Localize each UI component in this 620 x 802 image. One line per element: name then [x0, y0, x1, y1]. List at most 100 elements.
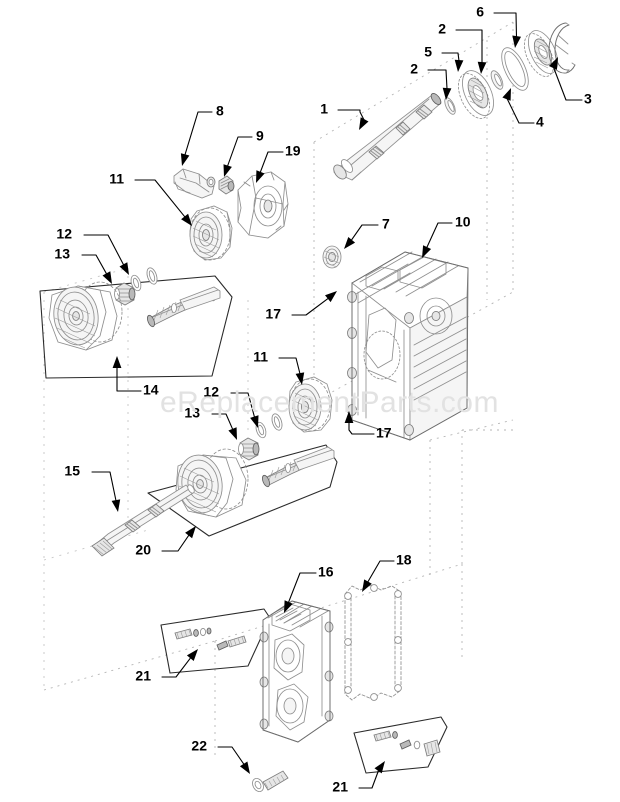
callout-8-label: 8	[216, 103, 224, 119]
part-retaining-ring-d	[271, 413, 283, 431]
callout-13a-arrowhead	[102, 271, 112, 284]
callout-19-leader	[259, 151, 284, 174]
callout-15-arrowhead	[111, 499, 121, 512]
callout-8-arrowhead	[180, 153, 190, 166]
assembly-group-boxes	[39, 275, 448, 774]
callout-17b-arrowhead	[344, 411, 354, 423]
callout-13b-label: 13	[184, 405, 200, 421]
part-dowel-pin	[218, 175, 235, 195]
part-drive-gear-upper	[189, 205, 233, 261]
callout-12a: 12	[56, 226, 129, 275]
callout-20-leader	[161, 534, 190, 552]
callout-13a-label: 13	[54, 246, 70, 262]
callout-3-arrowhead	[548, 57, 558, 70]
callout-14-arrowhead	[112, 356, 122, 368]
callout-4-leader	[506, 97, 535, 124]
callout-12b-label: 12	[203, 384, 219, 400]
callout-1-label: 1	[320, 101, 328, 117]
part-thrust-washer-b	[255, 421, 267, 439]
callout-3-leader	[552, 66, 583, 101]
callout-20-label: 20	[135, 542, 151, 558]
callout-9-leader	[226, 136, 253, 168]
callout-15-leader	[91, 471, 117, 502]
callout-21b-arrowhead	[374, 761, 385, 774]
part-axle-assembly-left	[48, 281, 221, 351]
part-hex-bolt	[252, 770, 289, 793]
callout-22-leader	[217, 746, 245, 766]
part-seal	[322, 245, 342, 269]
part-axle-shaft	[91, 484, 195, 557]
callout-21b-leader	[358, 769, 380, 789]
callout-15-label: 15	[64, 463, 80, 479]
callout-12a-label: 12	[56, 226, 72, 242]
callout-3-label: 3	[584, 91, 592, 107]
part-bracket	[173, 168, 216, 199]
callout-12b-leader	[230, 392, 256, 419]
part-bearing-housing	[237, 171, 289, 239]
callout-16-arrowhead	[284, 600, 293, 613]
housing-bolt-bosses	[259, 621, 334, 730]
group-box-20	[147, 444, 338, 537]
callout-19-arrowhead	[256, 170, 265, 183]
part-drive-gear-lower	[288, 376, 333, 433]
callout-9-arrowhead	[223, 164, 232, 177]
callout-7-leader	[350, 224, 379, 242]
part-bearing	[458, 70, 494, 119]
callout-21a-leader	[161, 656, 192, 678]
callout-3: 3	[548, 57, 592, 107]
callout-10-label: 10	[455, 214, 471, 230]
callout-10-leader	[426, 222, 453, 249]
callout-2a-arrowhead	[442, 87, 452, 100]
callout-21b-label: 21	[332, 779, 348, 795]
callout-21a-arrowhead	[186, 649, 198, 661]
part-axle-assembly-right	[175, 446, 335, 518]
callout-18-leader	[366, 560, 395, 584]
callout-22-arrowhead	[239, 761, 250, 774]
callout-4: 4	[502, 88, 544, 130]
callout-5-label: 5	[424, 44, 432, 60]
group-box-14	[39, 275, 233, 379]
part-retaining-ring-c	[146, 267, 158, 285]
callout-19-label: 19	[285, 143, 301, 159]
callout-2b: 2	[438, 21, 487, 74]
callout-21b: 21	[332, 761, 385, 795]
callout-11b-leader	[278, 357, 301, 375]
callout-8-leader	[184, 111, 213, 156]
callout-4-label: 4	[536, 114, 544, 130]
part-shim-washer	[501, 47, 529, 91]
part-cover-gasket	[344, 584, 402, 701]
callout-11a-label: 11	[109, 171, 124, 187]
callout-12a-arrowhead	[119, 262, 129, 275]
callout-2a-label: 2	[410, 61, 418, 77]
callout-13b-arrowhead	[228, 427, 237, 440]
callout-16-leader	[287, 572, 317, 604]
callout-11b: 11	[253, 349, 305, 385]
callout-4-arrowhead	[502, 88, 511, 101]
callout-21a-label: 21	[135, 668, 151, 684]
callout-1: 1	[320, 101, 369, 130]
callout-11a-leader	[134, 179, 186, 218]
callout-6-label: 6	[476, 4, 484, 20]
callout-13b: 13	[184, 405, 237, 440]
callout-7-label: 7	[382, 216, 390, 232]
part-retaining-ring-b	[490, 70, 504, 90]
part-snap-ring	[548, 22, 576, 74]
callout-20: 20	[135, 526, 196, 558]
callout-17b-leader	[348, 421, 375, 435]
part-spring-coupler-b	[238, 437, 260, 461]
callout-6-leader	[493, 12, 518, 38]
callout-9: 9	[223, 128, 264, 177]
callout-18-arrowhead	[362, 579, 372, 592]
callout-5-leader	[441, 52, 460, 62]
callout-8: 8	[180, 103, 224, 166]
callout-12b: 12	[203, 384, 259, 428]
callout-2b-label: 2	[438, 21, 446, 37]
part-hardware-kit-b	[373, 730, 441, 757]
callout-18-label: 18	[396, 552, 412, 568]
part-gearbox-housing	[259, 600, 334, 743]
callout-7: 7	[344, 216, 390, 249]
part-spring-coupler-a	[114, 282, 136, 306]
callout-22: 22	[191, 738, 250, 774]
